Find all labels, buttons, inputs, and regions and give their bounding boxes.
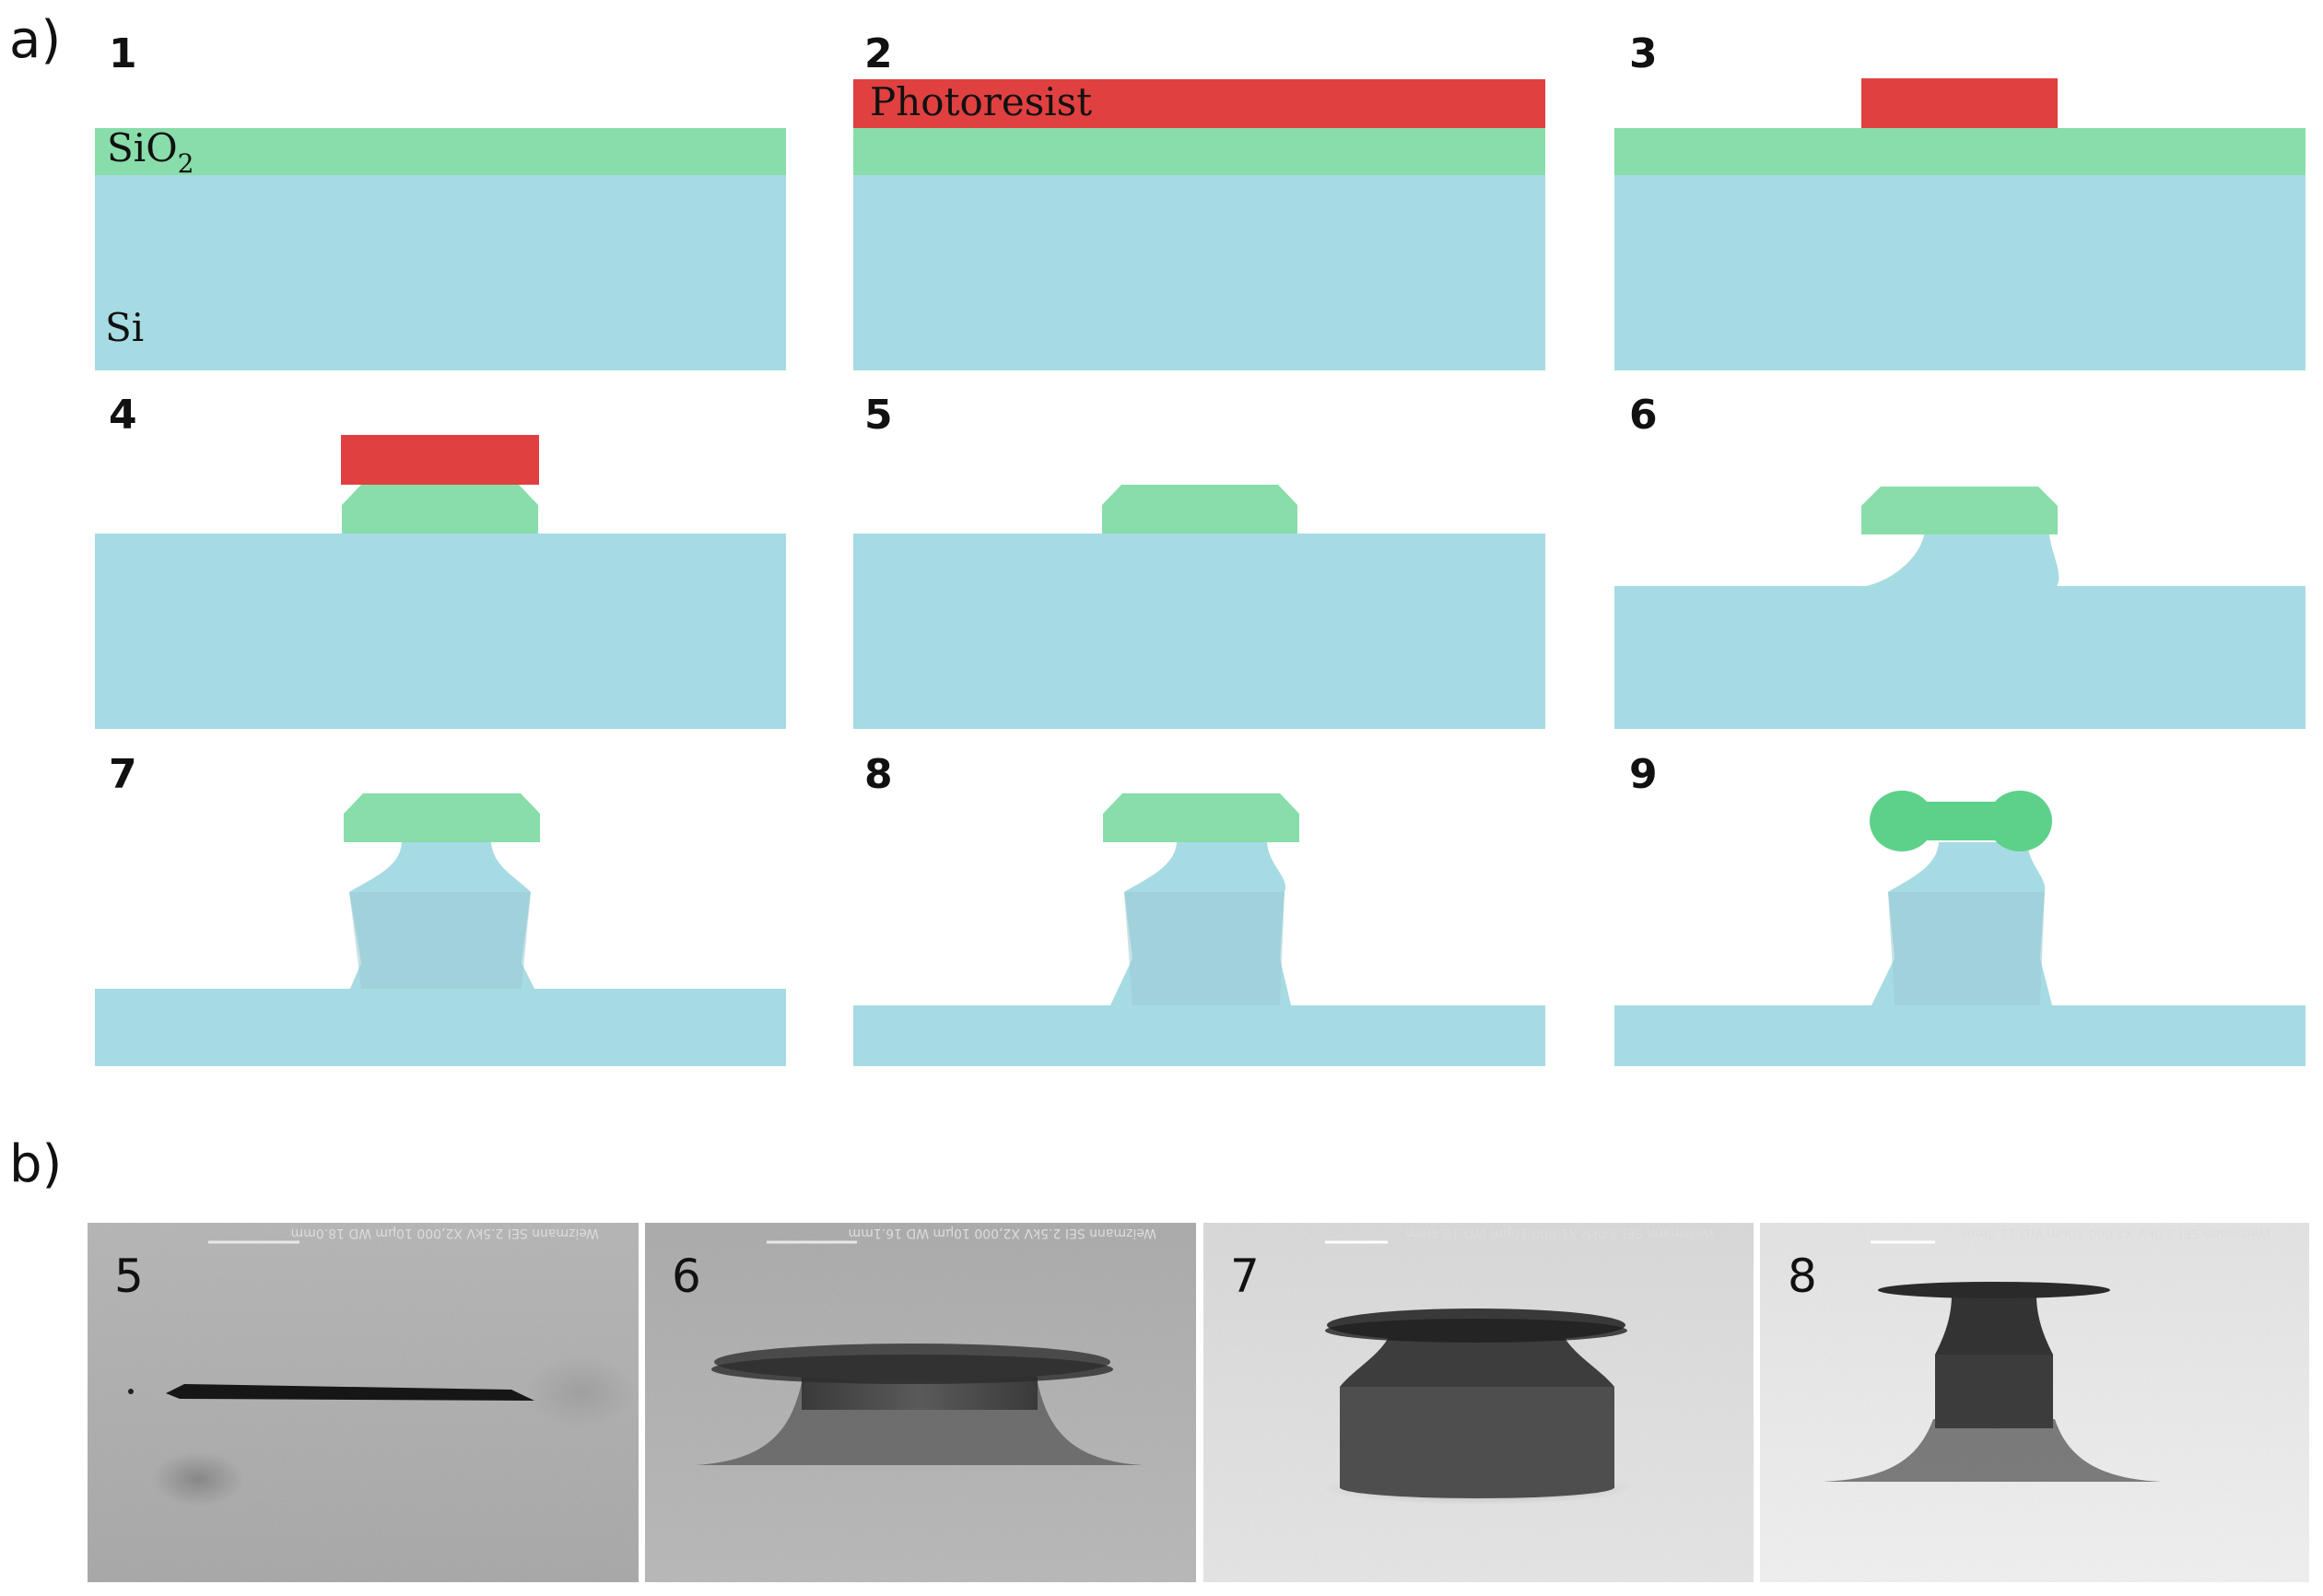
step-number-2: 2: [864, 30, 893, 77]
step-number-1: 1: [109, 30, 137, 77]
si-label: Si: [105, 305, 144, 350]
panel-b-label: b): [9, 1134, 62, 1194]
photoresist-layer: [853, 79, 1545, 128]
step-number-8: 8: [864, 751, 893, 798]
sem-dark-spot: [152, 1451, 244, 1507]
step-3-diagram: [1614, 78, 2305, 370]
sio2-label-subscript: 2: [178, 148, 194, 179]
si-substrate: [1614, 175, 2305, 370]
sem-disk-structure: [166, 1384, 534, 1401]
step-6-diagram: [1614, 487, 2305, 729]
panel-a-label: a): [9, 10, 61, 70]
si-pillar-overlay: [1888, 892, 2045, 1005]
step-number-4: 4: [109, 392, 137, 439]
sem-pillar-lower: [1935, 1355, 2053, 1428]
si-neck: [1861, 534, 2058, 590]
sio2-cap: [342, 485, 538, 534]
sem-number-7: 7: [1230, 1250, 1260, 1303]
sio2-cap: [1861, 487, 2058, 534]
si-substrate: [853, 175, 1545, 370]
sio2-layer: [95, 128, 786, 175]
si-substrate: [95, 175, 786, 370]
photoresist-pattern: [1861, 78, 2058, 128]
sio2-layer: [853, 128, 1545, 175]
step-5-diagram: [853, 485, 1545, 729]
sem-pillar-bottom: [1340, 1476, 1614, 1498]
sem-pillar-foot: [1823, 1419, 2161, 1482]
step-number-9: 9: [1629, 751, 1658, 798]
step-number-7: 7: [109, 751, 137, 798]
sio2-cap: [1103, 793, 1299, 842]
sem-number-8: 8: [1788, 1250, 1817, 1303]
photoresist-pattern: [341, 435, 539, 485]
sio2-rounded-edge-right: [1988, 791, 2052, 851]
sem-dark-spot: [525, 1355, 636, 1428]
sem-image-7: Weizmann SEI 3.0kV X1,800 10μm WD 10.4mm…: [1203, 1223, 1754, 1582]
sio2-rounded-edge-left: [1870, 791, 1934, 851]
si-substrate: [95, 989, 786, 1066]
sem-disk-top: [1878, 1282, 2110, 1298]
si-substrate: [1614, 1005, 2305, 1066]
photoresist-label: Photoresist: [870, 79, 1092, 124]
si-substrate: [853, 1005, 1545, 1066]
step-4-diagram: [95, 435, 786, 729]
step-1-diagram: SiO2 Si: [95, 125, 786, 370]
step-number-5: 5: [864, 392, 893, 439]
step-9-diagram: [1614, 791, 2305, 1066]
sio2-cap: [1102, 485, 1297, 534]
step-8-diagram: [853, 793, 1545, 1066]
step-number-6: 6: [1629, 392, 1658, 439]
step-2-diagram: Photoresist: [853, 79, 1545, 370]
si-pillar-overlay: [1124, 892, 1285, 1005]
sem-number-6: 6: [672, 1250, 701, 1303]
sem-meta-text: Weizmann SEI 2.5kV X2,000 10μm WD 16.1mm: [849, 1226, 1156, 1240]
si-substrate: [95, 534, 786, 729]
sem-meta-text: Weizmann SEI 3.0kV X2,000 10μm WD 12.3mm: [1963, 1226, 2270, 1240]
sem-particle: [128, 1389, 134, 1394]
si-pillar-overlay: [349, 892, 531, 989]
sio2-layer: [1614, 128, 2305, 175]
sio2-label: SiO2: [107, 125, 194, 179]
step-7-diagram: [95, 793, 786, 1066]
sem-meta-text: Weizmann SEI 3.0kV X1,800 10μm WD 10.4mm: [1406, 1226, 1714, 1240]
si-substrate: [853, 534, 1545, 729]
sem-pillar-lower: [1340, 1387, 1614, 1488]
sem-image-5: Weizmann SEI 2.5kV X2,000 10μm WD 18.0mm…: [88, 1223, 639, 1582]
si-substrate-etched: [1614, 534, 2305, 729]
sem-pillar-upper: [1935, 1295, 2053, 1355]
sem-number-5: 5: [114, 1250, 144, 1303]
sem-meta-text: Weizmann SEI 2.5kV X2,000 10μm WD 18.0mm: [291, 1226, 599, 1240]
step-number-3: 3: [1629, 30, 1658, 77]
sem-pillar-upper: [1340, 1332, 1614, 1387]
sem-disk-edge: [711, 1355, 1113, 1384]
sem-disk-edge: [1325, 1319, 1627, 1343]
sem-image-8: Weizmann SEI 3.0kV X2,000 10μm WD 12.3mm…: [1760, 1223, 2309, 1582]
sem-image-6: Weizmann SEI 2.5kV X2,000 10μm WD 16.1mm…: [645, 1223, 1196, 1582]
sio2-cap: [344, 793, 540, 842]
sio2-label-main: SiO: [107, 125, 178, 170]
